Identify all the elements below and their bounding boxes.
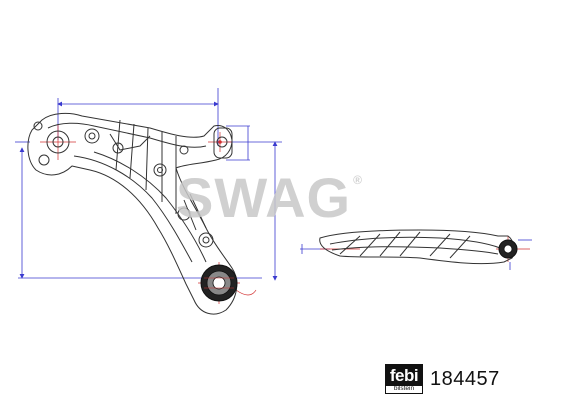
rear-bushing <box>200 264 238 302</box>
dimension-lines <box>15 88 532 281</box>
watermark-text: SWAG <box>176 166 352 229</box>
control-arm-top-view <box>27 112 238 315</box>
logo-brand: febi <box>386 365 422 386</box>
side-bushing <box>498 239 518 259</box>
registered-mark: ® <box>353 173 363 187</box>
febi-bilstein-logo: febi bilstein <box>385 364 423 394</box>
arm-holes <box>33 121 233 248</box>
control-arm-side-view <box>319 229 515 265</box>
logo-sub: bilstein <box>393 385 415 392</box>
pivot-marker <box>218 140 222 144</box>
swag-watermark: SWAG® <box>176 170 363 226</box>
part-number: 184457 <box>430 368 500 390</box>
